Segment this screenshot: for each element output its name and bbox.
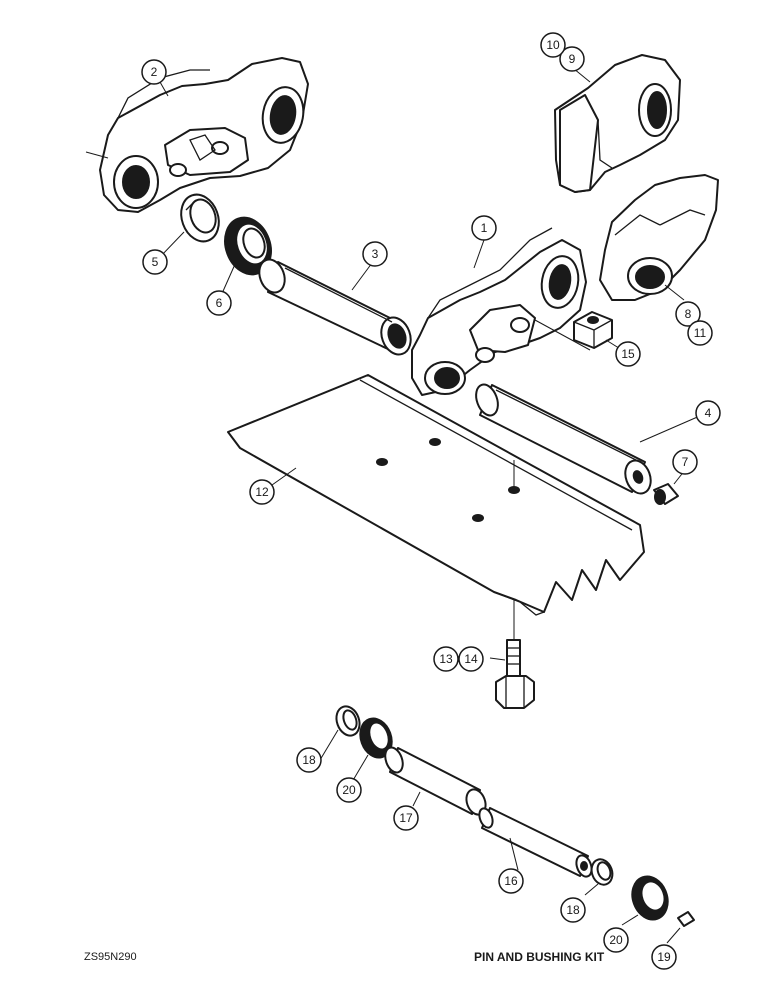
svg-text:4: 4 <box>705 406 712 420</box>
track-shoe-12 <box>227 374 645 640</box>
callout-19: 19 <box>651 944 677 970</box>
svg-text:5: 5 <box>152 255 159 269</box>
callout-3: 3 <box>362 241 388 267</box>
callout-16: 16 <box>498 868 524 894</box>
svg-text:1: 1 <box>481 221 488 235</box>
svg-text:15: 15 <box>621 347 635 361</box>
plug-19 <box>677 911 695 927</box>
bolt-13-14 <box>495 639 535 709</box>
svg-text:14: 14 <box>464 652 478 666</box>
seal-ring-20-top <box>359 717 393 759</box>
svg-text:20: 20 <box>609 933 623 947</box>
bushing-17 <box>384 746 487 816</box>
svg-text:13: 13 <box>439 652 453 666</box>
seal-ring-18-top <box>335 705 361 737</box>
svg-text:19: 19 <box>657 950 671 964</box>
pin-16 <box>478 807 593 878</box>
svg-text:18: 18 <box>302 753 316 767</box>
master-link-9-10 <box>554 54 681 193</box>
callout-13: 13 <box>433 646 459 672</box>
svg-text:12: 12 <box>255 485 269 499</box>
bushing-3 <box>258 258 412 356</box>
callout-5: 5 <box>142 249 168 275</box>
pin-4 <box>475 383 652 495</box>
svg-text:7: 7 <box>682 455 689 469</box>
callout-8: 8 <box>675 301 701 327</box>
callout-12: 12 <box>249 479 275 505</box>
callout-18-top: 18 <box>296 747 322 773</box>
svg-text:16: 16 <box>504 874 518 888</box>
track-link-2 <box>85 57 309 213</box>
callout-14: 14 <box>458 646 484 672</box>
svg-text:8: 8 <box>685 307 692 321</box>
callout-7: 7 <box>672 449 698 475</box>
svg-text:2: 2 <box>151 65 158 79</box>
track-link-1 <box>411 227 591 396</box>
callout-9: 9 <box>559 46 585 72</box>
callout-20-bottom: 20 <box>603 927 629 953</box>
callout-4: 4 <box>695 400 721 426</box>
svg-text:10: 10 <box>546 38 560 52</box>
svg-text:18: 18 <box>566 903 580 917</box>
callout-15: 15 <box>615 341 641 367</box>
seal-ring-20-bottom <box>631 875 669 921</box>
callout-17: 17 <box>393 805 419 831</box>
seal-ring-6 <box>224 216 272 276</box>
figure-title: PIN AND BUSHING KIT <box>474 950 605 964</box>
svg-text:11: 11 <box>694 326 707 340</box>
callout-11: 11 <box>687 320 713 346</box>
seal-ring-5 <box>180 193 220 243</box>
callout-6: 6 <box>206 290 232 316</box>
callout-10: 10 <box>540 32 566 58</box>
svg-text:20: 20 <box>342 783 356 797</box>
svg-text:17: 17 <box>399 811 413 825</box>
master-link-8-11 <box>599 174 719 301</box>
svg-text:3: 3 <box>372 247 379 261</box>
svg-text:6: 6 <box>216 296 223 310</box>
seal-ring-18-bottom <box>590 858 614 886</box>
svg-text:9: 9 <box>569 52 576 66</box>
plug-7 <box>653 483 679 505</box>
callout-1: 1 <box>471 215 497 241</box>
callout-18-bottom: 18 <box>560 897 586 923</box>
figure-code: ZS95N290 <box>84 951 137 963</box>
callout-2: 2 <box>141 59 167 85</box>
callout-20-top: 20 <box>336 777 362 803</box>
nut-15 <box>573 311 613 349</box>
